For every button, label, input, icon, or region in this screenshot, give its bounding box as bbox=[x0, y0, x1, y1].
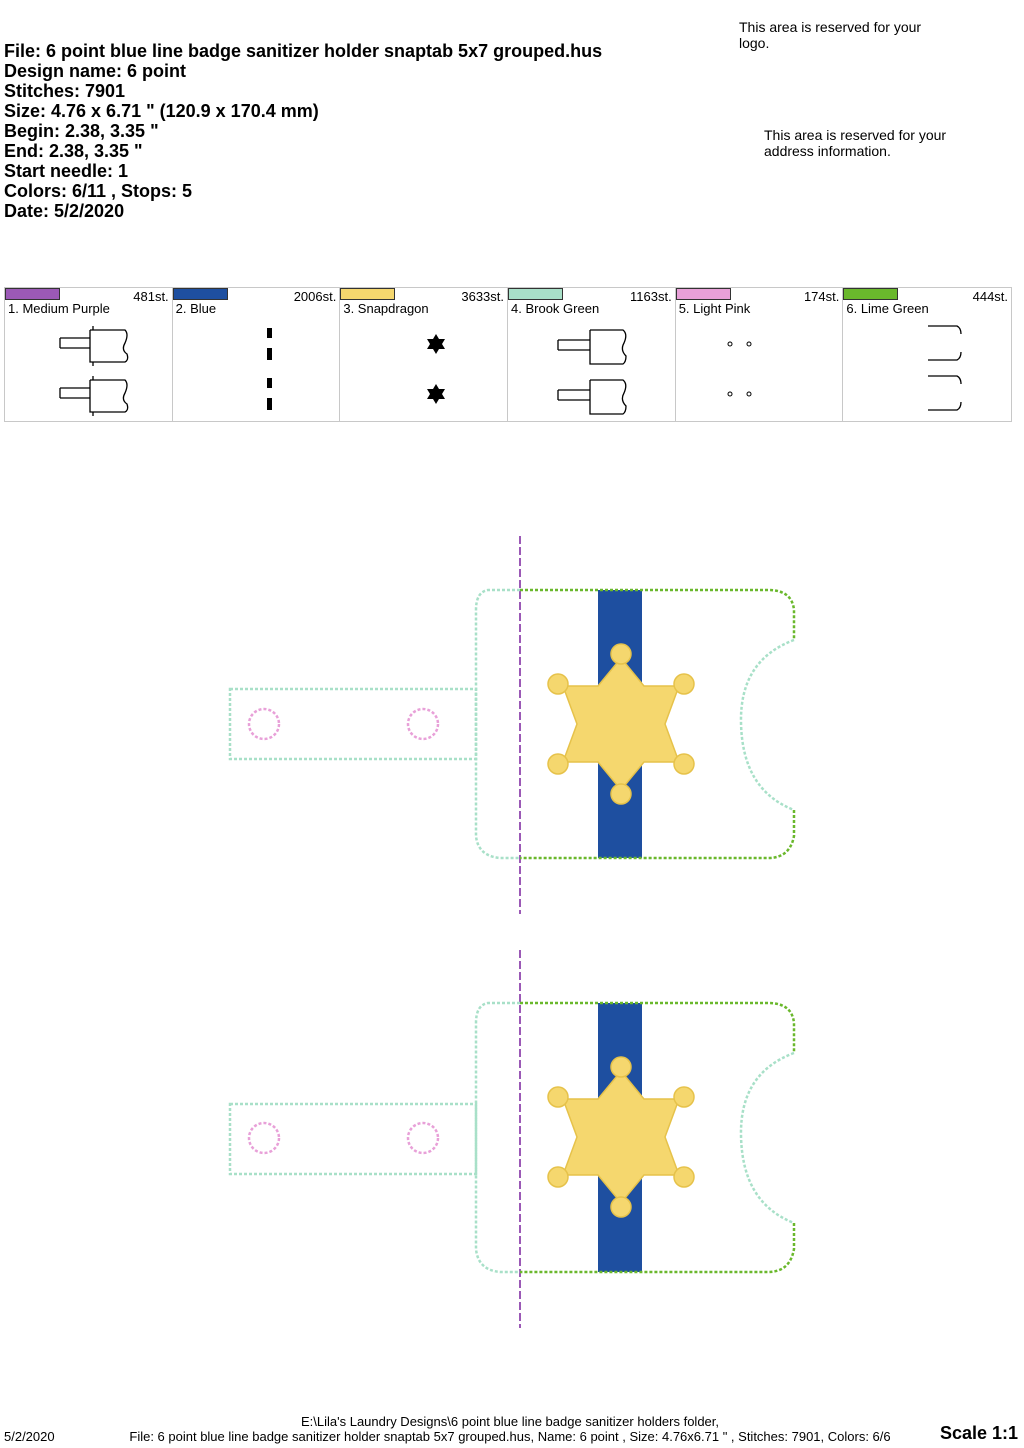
color-swatch bbox=[508, 288, 564, 300]
color-swatch bbox=[172, 288, 228, 300]
color-stitch-count: 444st. bbox=[972, 289, 1009, 304]
snap-dots-icon bbox=[727, 341, 752, 397]
color-sequence-table: 481st. 1. Medium Purple 2006st. 2. Blue bbox=[4, 287, 1012, 422]
color-swatch bbox=[340, 288, 396, 300]
color-name: 2. Blue bbox=[175, 301, 217, 316]
color-swatch bbox=[843, 288, 899, 300]
color-cell-5: 174st. 5. Light Pink bbox=[675, 288, 844, 421]
dashed-line-icon bbox=[266, 328, 272, 410]
color-name: 6. Lime Green bbox=[846, 301, 929, 316]
end-point: End: 2.38, 3.35 " bbox=[4, 141, 143, 161]
snap-mark bbox=[247, 707, 281, 741]
color-cell-3: 3633st. 3. Snapdragon bbox=[340, 288, 509, 421]
color-swatch bbox=[5, 288, 60, 300]
color-stitch-count: 481st. bbox=[133, 289, 169, 304]
embroidery-design-preview bbox=[228, 536, 796, 1328]
snap-mark bbox=[247, 1121, 281, 1155]
footer-date: 5/2/2020 bbox=[4, 1429, 55, 1444]
snap-mark bbox=[406, 1121, 440, 1155]
color-stitch-count: 1163st. bbox=[630, 289, 672, 304]
file-name: File: 6 point blue line badge sanitizer … bbox=[4, 41, 603, 61]
color-name: 4. Brook Green bbox=[511, 301, 600, 316]
color-stitch-count: 2006st. bbox=[293, 289, 337, 304]
address-reserved-note: This area is reserved for your address i… bbox=[764, 127, 947, 159]
scale-label: Scale 1:1 bbox=[939, 1423, 1018, 1443]
footer-folder-path: E:\Lila's Laundry Designs\6 point blue l… bbox=[300, 1414, 720, 1429]
begin-point: Begin: 2.38, 3.35 " bbox=[4, 121, 159, 141]
design-date: Date: 5/2/2020 bbox=[4, 201, 125, 221]
snap-strap-bottom bbox=[228, 1102, 478, 1176]
sheriff-star-top bbox=[547, 643, 695, 805]
footer-file-info: E:\Lila's Laundry Designs\6 point blue l… bbox=[120, 1414, 900, 1444]
logo-reserved-note: This area is reserved for your logo. bbox=[739, 19, 922, 51]
sanitizer-holder-bottom bbox=[228, 950, 796, 1328]
star-badge-icon bbox=[427, 334, 446, 404]
color-name: 3. Snapdragon bbox=[343, 301, 429, 316]
color-stitch-count: 174st. bbox=[803, 289, 840, 304]
design-size: Size: 4.76 x 6.71 " (120.9 x 170.4 mm) bbox=[4, 101, 319, 121]
stitch-count: Stitches: 7901 bbox=[4, 81, 126, 101]
colors-stops: Colors: 6/11 , Stops: 5 bbox=[4, 181, 193, 201]
color-swatch bbox=[675, 288, 731, 300]
sanitizer-holder-top bbox=[228, 536, 796, 914]
color-cell-2: 2006st. 2. Blue bbox=[172, 288, 341, 421]
snap-mark bbox=[406, 707, 440, 741]
footer-file-line: File: 6 point blue line badge sanitizer … bbox=[129, 1429, 891, 1444]
color-stitch-count: 3633st. bbox=[461, 289, 505, 304]
sheriff-star-bottom bbox=[547, 1056, 695, 1218]
color-cell-1: 481st. 1. Medium Purple bbox=[5, 288, 173, 421]
tab-outline-icon bbox=[59, 326, 129, 416]
design-info: File: 6 point blue line badge sanitizer … bbox=[4, 41, 602, 221]
bracket-lines-icon bbox=[928, 325, 963, 411]
start-needle: Start needle: 1 bbox=[4, 161, 129, 181]
tab-outline-icon bbox=[557, 329, 627, 415]
color-cell-4: 1163st. 4. Brook Green bbox=[508, 288, 676, 421]
color-name: 5. Light Pink bbox=[678, 301, 751, 316]
design-name: Design name: 6 point bbox=[4, 61, 187, 81]
color-name: 1. Medium Purple bbox=[8, 301, 110, 316]
color-cell-6: 444st. 6. Lime Green bbox=[843, 288, 1011, 421]
